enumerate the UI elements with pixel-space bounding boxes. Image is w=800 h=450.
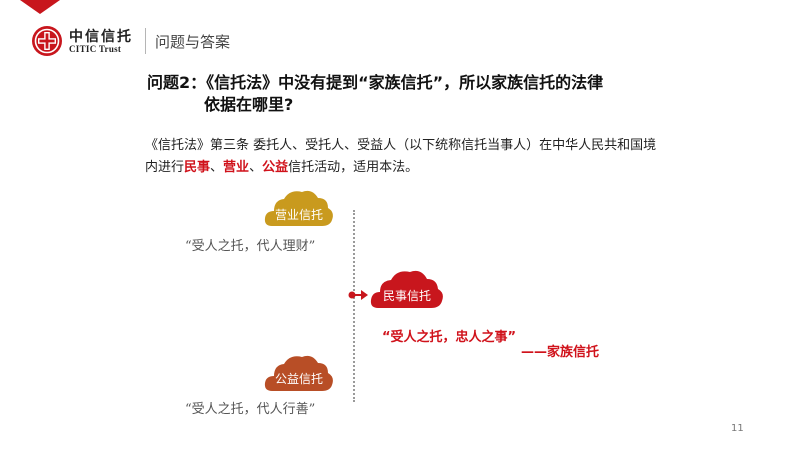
timeline-dotted-line xyxy=(353,210,355,402)
keyword-yingye: 营业 xyxy=(223,160,250,175)
trust-law-article: 《信托法》第三条 委托人、受托人、受益人（以下统称信托当事人）在中华人民共和国境… xyxy=(145,135,665,179)
page-number: 11 xyxy=(731,423,744,434)
question-line-2: 依据在哪里? xyxy=(204,95,294,114)
cloud-shape-icon xyxy=(370,270,443,308)
law-text-part-2: 信托活动，适用本法。 xyxy=(288,160,419,175)
arrow-right-icon xyxy=(348,290,368,300)
law-separator-1: 、 xyxy=(210,160,224,175)
law-text-part-1: 《信托法》第三条 委托人、受托人、受益人（以下统称信托当事人）在中华人民共和国境… xyxy=(145,138,657,175)
cloud-gongyi-trust: 公益信托 xyxy=(262,351,336,393)
logo-english-name: CITIC Trust xyxy=(69,44,122,54)
logo-chinese-name: 中信信托 xyxy=(69,29,133,45)
cloud-label-gongyi: 公益信托 xyxy=(274,372,323,386)
question-heading: 问题2：《信托法》中没有提到“家族信托”，所以家族信托的法律 依据在哪里? xyxy=(147,72,667,116)
law-separator-2: 、 xyxy=(249,160,263,175)
family-trust-attribution: ——家族信托 xyxy=(521,345,600,360)
quote-yingye: “受人之托，代人理财” xyxy=(185,239,316,254)
quote-gongyi: “受人之托，代人行善” xyxy=(185,402,316,417)
quote-family-trust: “受人之托，忠人之事” xyxy=(382,330,517,345)
cloud-yingye-trust: 营业信托 xyxy=(262,186,336,228)
keyword-gongyi: 公益 xyxy=(262,160,289,175)
keyword-minshi: 民事 xyxy=(184,160,211,175)
cloud-label-yingye: 营业信托 xyxy=(274,208,323,222)
citic-trust-logo: 中信信托 CITIC Trust xyxy=(31,24,139,58)
cloud-shape-icon xyxy=(264,190,333,226)
header-divider xyxy=(145,28,146,54)
cloud-shape-icon xyxy=(264,355,333,391)
cloud-label-minshi: 民事信托 xyxy=(382,289,431,303)
citic-emblem-icon xyxy=(32,26,62,56)
section-title: 问题与答案 xyxy=(155,33,231,51)
question-line-1: 问题2：《信托法》中没有提到“家族信托”，所以家族信托的法律 xyxy=(147,73,604,92)
cloud-minshi-trust: 民事信托 xyxy=(368,266,446,310)
corner-tab-decoration xyxy=(20,0,60,14)
